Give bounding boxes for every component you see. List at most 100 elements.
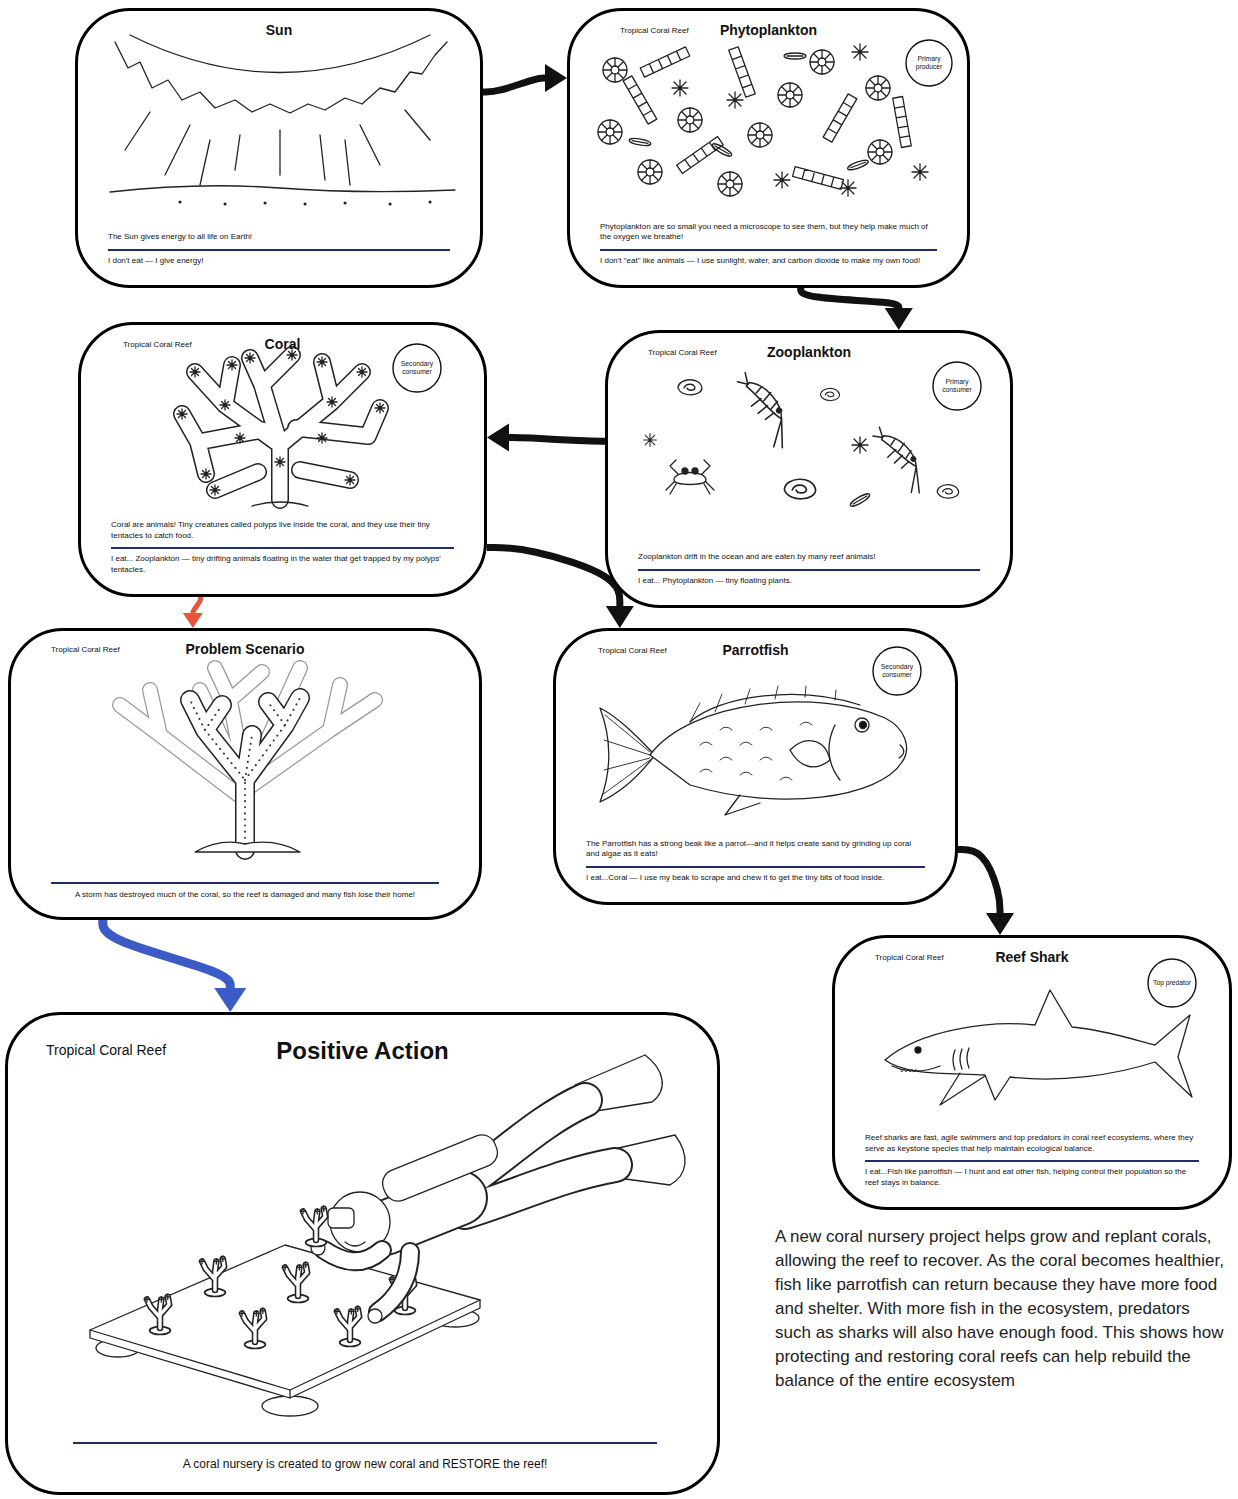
summary-paragraph: A new coral nursery project helps grow a… (775, 1225, 1230, 1393)
coral-fragment (282, 1262, 308, 1302)
fish-eye (855, 718, 869, 732)
coral-polyp (220, 400, 230, 410)
card-description: Coral are animals! Tiny creatures called… (111, 520, 454, 542)
belly-fin (725, 795, 760, 815)
badge-circle (906, 40, 952, 86)
plankton-star (840, 180, 856, 196)
food-chain-arrow (801, 288, 913, 330)
text-slot: Coral are animals! Tiny creatures called… (111, 520, 454, 576)
diatom (678, 108, 702, 132)
text-slot: Zooplankton drift in the ocean and are e… (638, 552, 980, 587)
fish-scales (700, 722, 812, 780)
habitat-tag: Tropical Coral Reef (598, 646, 667, 657)
shark-mouth (892, 1066, 940, 1071)
shark-pectoral-fin (940, 1073, 985, 1105)
coral-fill (182, 355, 380, 500)
coral-polyp (275, 457, 285, 467)
food-web-card: Tropical Coral ReefPhytoplanktonPhytopla… (567, 8, 970, 288)
diver-torso-outline (385, 1198, 460, 1228)
arrow-shaft (487, 548, 620, 607)
habitat-tag: Tropical Coral Reef (620, 26, 689, 37)
shrimp-larva (720, 372, 804, 452)
dead-coral-outline (190, 698, 300, 850)
text-slot: A storm has destroyed much of the coral,… (51, 882, 439, 901)
larva-shell (784, 479, 815, 499)
card-description: Reef sharks are fast, agile swimmers and… (865, 1133, 1199, 1155)
text-slot: A coral nursery is created to grow new c… (73, 1442, 657, 1472)
title-slot: Positive Action (8, 1035, 717, 1067)
text-slot: The Parrotfish has a strong beak like a … (586, 839, 925, 884)
diver-arms-outline (324, 1250, 410, 1312)
tag-slot: Tropical Coral Reef (51, 645, 120, 656)
pennate-diatom (784, 53, 806, 59)
pennate-diatom (849, 492, 871, 508)
coral-base (252, 502, 308, 506)
title-slot: Sun (78, 21, 480, 40)
dead-coral-fill (190, 698, 300, 850)
damaged-coral-drawing (120, 668, 375, 852)
larva-shell (820, 388, 839, 400)
card-title: Reef Shark (835, 948, 1229, 967)
coral-polyp (317, 357, 327, 367)
coral-polyp (327, 397, 337, 407)
diet-note: I don't "eat" like animals — I use sunli… (600, 256, 937, 267)
diet-note: I eat...Coral — I use my beak to scrape … (586, 873, 925, 884)
sun-edge (115, 42, 447, 113)
card-title: Zooplankton (608, 343, 1010, 362)
food-chain-arrow (183, 597, 203, 628)
sun-rays (125, 110, 430, 185)
diatom (778, 83, 802, 107)
trophic-level-badge: Primary consumer (932, 361, 982, 411)
diver-mask (328, 1208, 354, 1228)
divider-line (865, 1160, 1199, 1162)
coral-polyp (345, 475, 355, 485)
food-web-card: SunThe Sun gives energy to all life on E… (75, 8, 483, 288)
arrow-shaft (801, 288, 899, 308)
shark-teeth (900, 1069, 916, 1072)
diatom (810, 50, 834, 74)
coral-polyp (375, 403, 385, 413)
arrow-shaft (509, 438, 605, 442)
shrimp-larva (859, 426, 937, 496)
plankton-chain (793, 167, 844, 190)
title-slot: Parrotfish (556, 641, 955, 660)
diatom (598, 120, 622, 144)
habitat-tag: Tropical Coral Reef (46, 1041, 166, 1060)
title-slot: Phytoplankton (570, 21, 967, 40)
badge-circle (873, 647, 921, 695)
coral-polyp (227, 360, 237, 370)
diatom (638, 160, 662, 184)
text-slot: The Sun gives energy to all life on Eart… (108, 232, 450, 267)
support-rock (262, 1396, 318, 1416)
food-chain-arrow (487, 548, 634, 629)
coral-polyp (317, 433, 327, 443)
coral-nursery-drawing (90, 1055, 685, 1416)
pectoral-fin (790, 741, 830, 767)
arrow-head (545, 64, 567, 92)
label-slot: A new coral nursery project helps grow a… (775, 1225, 1230, 1393)
coral-polyp (210, 485, 220, 495)
tag-slot: Tropical Coral Reef (875, 953, 944, 964)
tag-slot: Tropical Coral Reef (123, 340, 192, 351)
card-title: Coral (81, 335, 484, 354)
diatom (718, 172, 742, 196)
arrow-shaft (483, 78, 545, 92)
habitat-tag: Tropical Coral Reef (123, 340, 192, 351)
habitat-tag: Tropical Coral Reef (875, 953, 944, 964)
card-title: Problem Scenario (11, 640, 479, 659)
food-web-card: Tropical Coral ReefProblem Scenario A sto… (8, 628, 482, 920)
water-dots (180, 202, 430, 204)
coral-drawing (177, 350, 385, 506)
shark-eye (915, 1047, 921, 1053)
title-slot: Zooplankton (608, 343, 1010, 362)
plankton-chain (729, 47, 755, 97)
badge-circle (933, 362, 981, 410)
diet-note: I eat...Fish like parrotfish — I hunt an… (865, 1167, 1199, 1189)
plankton-chain (893, 97, 912, 148)
arrow-head (214, 988, 246, 1012)
larva-shell (937, 485, 959, 499)
trophic-level-text: Primary consumer (932, 378, 982, 394)
divider-line (600, 249, 937, 251)
title-slot: Problem Scenario (11, 640, 479, 659)
